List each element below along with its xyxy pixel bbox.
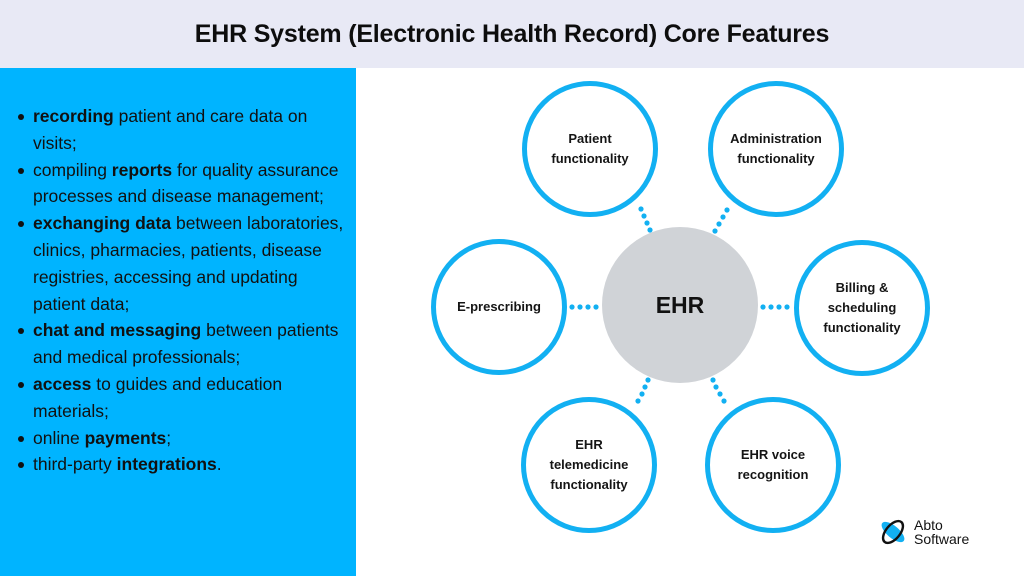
features-panel: recording patient and care data on visit… <box>0 68 356 576</box>
abto-software-logo: Abto Software <box>878 517 969 547</box>
logo-line1: Abto <box>914 517 943 533</box>
page-title: EHR System (Electronic Health Record) Co… <box>194 19 830 48</box>
bullet-icon <box>18 462 24 469</box>
node-administration-functionality: Administration functionality <box>708 81 844 217</box>
list-item: exchanging data between laboratories, cl… <box>16 210 346 317</box>
node-billing-scheduling: Billing & scheduling functionality <box>794 240 930 376</box>
bullet-icon <box>18 381 24 388</box>
node-label: E-prescribing <box>457 299 541 314</box>
list-item: third-party integrations. <box>16 451 346 478</box>
bullet-icon <box>18 328 24 335</box>
node-voice-recognition: EHR voice recognition <box>705 397 841 533</box>
list-item: compiling reports for quality assurance … <box>16 157 346 211</box>
node-patient-functionality: Patient functionality <box>522 81 658 217</box>
list-item: online payments; <box>16 425 346 452</box>
list-item: access to guides and education materials… <box>16 371 346 425</box>
list-item: chat and messaging between patients and … <box>16 317 346 371</box>
node-telemedicine: EHR telemedicine functionality <box>521 397 657 533</box>
node-label: EHR voice recognition <box>737 447 809 482</box>
node-label: Billing & scheduling functionality <box>823 280 901 335</box>
features-list: recording patient and care data on visit… <box>16 103 346 478</box>
bullet-icon <box>18 114 24 120</box>
bullet-icon <box>18 167 24 174</box>
node-label: EHR telemedicine functionality <box>549 437 629 492</box>
orbit-logo-icon <box>881 519 905 545</box>
bullet-icon <box>18 435 24 442</box>
bullet-icon <box>18 221 24 228</box>
node-label: Administration functionality <box>730 131 822 166</box>
node-label: Patient functionality <box>551 131 629 166</box>
logo-line2: Software <box>914 531 970 547</box>
logo-text: Abto Software <box>914 518 969 546</box>
header: EHR System (Electronic Health Record) Co… <box>0 0 1024 68</box>
node-e-prescribing: E-prescribing <box>431 239 567 375</box>
list-item: recording patient and care data on visit… <box>16 103 346 157</box>
ehr-center-node: EHR <box>602 227 758 383</box>
